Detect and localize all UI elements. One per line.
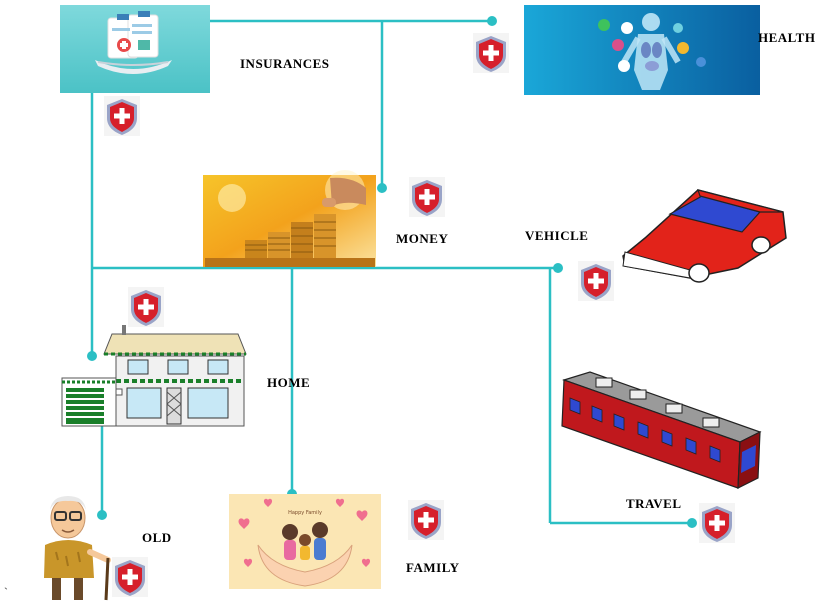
travel-shield-icon [699,503,735,543]
money-image [203,170,376,267]
insurances-shield-icon [104,96,140,136]
old-shield-icon [112,557,148,597]
home-shield-icon [128,287,164,327]
bus-icon [561,371,762,489]
elderly-man-icon [44,496,111,601]
vehicle-shield-icon [578,261,614,301]
house-icon [61,325,247,427]
stray-mark: ` [4,585,8,599]
connector-lines [90,19,692,525]
coins-icon [205,214,375,267]
label-old: OLD [142,530,172,545]
label-home: HOME [267,375,310,390]
label-travel: TRAVEL [626,496,682,511]
family-image: Happy Family [229,494,381,589]
insurances-image [60,5,210,93]
family-hands-icon [257,522,353,587]
label-family: FAMILY [406,560,460,575]
money-shield-icon [409,177,445,217]
label-health: HEALTH [758,30,815,45]
human-body-icon [621,13,681,90]
health-shield-icon [473,33,509,73]
label-vehicle: VEHICLE [525,228,588,243]
car-icon [622,189,787,283]
label-insurances: INSURANCES [240,56,330,71]
connector-dots [87,16,697,528]
family-shield-icon [408,500,444,540]
health-image [524,5,760,95]
family-card-text: Happy Family [288,510,322,516]
clipboard-tray-icon [95,11,172,74]
label-money: MONEY [396,231,448,246]
